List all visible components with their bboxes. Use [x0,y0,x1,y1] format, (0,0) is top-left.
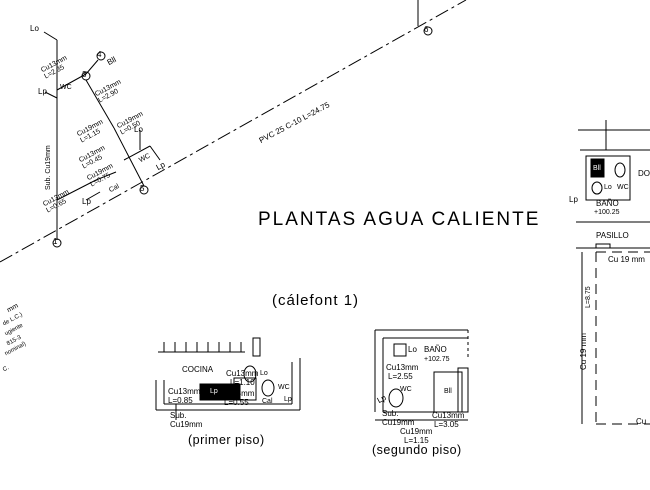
plan1-lo: Lo [260,370,268,377]
plan1-counter [199,383,241,401]
plan2-level: +102.75 [424,356,450,363]
branch-wc [123,145,151,161]
isometric-diagram [0,0,467,263]
plan3-wc: WC [617,184,629,191]
plan-first-floor [155,337,301,420]
iso-label-lp3: Lp [82,197,91,206]
branch-cal [95,171,117,181]
plan3-lp: Lp [569,195,578,204]
iso-label-lp: Lp [38,87,47,96]
plan1-pipe-b-len: L=0.85 [168,396,193,405]
node-4-marker [96,51,106,61]
plan1-wc: WC [278,384,290,391]
plan2-pipe-a-len: L=2.55 [388,372,413,381]
diag-branch [85,79,115,129]
drawing-title: PLANTAS AGUA CALIENTE [258,209,541,230]
plan2-toilet [388,388,404,408]
plan1-pipe-a: Cu13mm [226,369,259,378]
iso-label-riser: Sub. Cu19mm [45,145,52,190]
plan1-sub: Sub. [170,411,187,420]
plan3-level: +100.25 [594,209,620,216]
iso-label-wc: WC [60,84,72,91]
branch-3 [56,73,87,91]
plan3-pipe-bottom: Cu [636,417,647,426]
plan2-lo: Lo [408,345,417,354]
plan-right-partial [576,120,650,425]
plan2-pipe-a: Cu13mm [386,363,419,372]
plan1-lavatory [243,365,257,383]
plan2-sub: Sub. [382,409,399,418]
iso-node-6: 6 [424,25,429,34]
plan2-pipe-b-len: L=1.15 [404,436,429,445]
plan1-sub-pipe: Cu19mm [170,420,203,429]
drawing-subtitle: (cálefont 1) [272,292,360,309]
branch-lp2 [149,145,161,161]
plan-second-floor [374,329,469,421]
branch-4 [85,59,99,75]
node-6-marker [423,26,433,36]
node-5-marker [139,185,149,195]
caption-second-floor: (segundo piso) [372,443,462,457]
plan2-pipe-c: Cu13mm [432,411,465,420]
plan3-bll: Bll [593,165,601,172]
plan2-sub-pipe: Cu19mm [382,418,415,427]
iso-node-1: 1 [53,237,58,246]
plan3-dim: L=8.75 [585,286,592,308]
iso-label-lo: Lo [30,24,39,33]
plan3-room-cut: DO [638,169,650,178]
branch-lower [56,179,97,201]
plan1-pipe-c: Cu13mm [222,389,255,398]
plan2-pipe-c-len: L=3.05 [434,420,459,429]
iso-node-3: 3 [82,70,87,79]
plan3-pipe-top: Cu 19 mm [608,255,645,264]
plan2-room: BAÑO [424,345,447,354]
iso-node-5: 5 [140,184,145,193]
branch-lp3 [85,191,101,201]
plan3-room: BAÑO [596,199,619,208]
node-1-marker [52,238,62,248]
plan2-tub [433,371,463,413]
plan1-pipe-c-len: L=0.55 [224,398,249,407]
iso-node-4: 4 [97,50,102,59]
plan1-lp: Lp [210,388,218,395]
plan1-pipe-a-len: L=1.10 [230,378,255,387]
plan2-bll: Bll [444,388,452,395]
iso-label-lo2: Lo [134,125,143,134]
plan1-cal: Cal [262,398,273,405]
plan1-pipe-b: Cu13mm [168,387,201,396]
plan3-bathroom [585,155,631,201]
plan2-wc: WC [400,386,412,393]
plan1-toilet [261,379,275,397]
plan3-corridor: PASILLO [596,231,629,240]
plan2-pipe-b: Cu19mm [400,427,433,436]
caption-first-floor: (primer piso) [188,433,265,447]
branch-lo [43,31,58,41]
plan3-pipe-side: Cu 19 mm [579,333,588,370]
plan1-room: COCINA [182,365,214,374]
plan3-lo: Lo [604,184,612,191]
main-pipe-line [0,0,467,263]
branch-lp [44,91,58,99]
plan1-lp2: Lp [284,396,292,403]
plan2-lavatory [393,343,407,357]
